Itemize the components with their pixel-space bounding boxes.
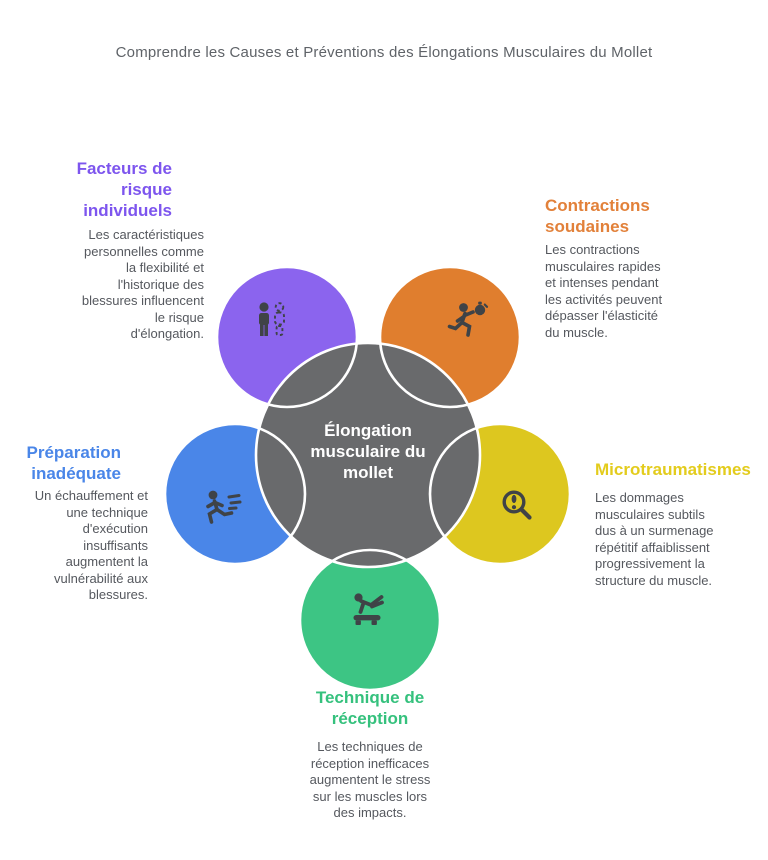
person-comparison-icon [259, 302, 285, 336]
heading-landing-technique: Technique de réception [315, 688, 425, 728]
intersection-arcs [163, 265, 572, 692]
center-label: Élongation musculaire du mollet [310, 421, 426, 482]
body-risk-factors: Les caractéristiques personnelles comme … [81, 227, 204, 341]
body-microtraumas: Les dommages musculaires subtils dus à u… [595, 490, 714, 588]
heading-sudden-contractions: Contractions soudaines [545, 196, 650, 236]
body-landing-technique: Les techniques de réception inefficaces … [309, 739, 431, 820]
center-circle [254, 341, 482, 569]
body-inadequate-preparation: Un échauffement et une technique d'exécu… [34, 488, 148, 602]
heading-risk-factors: Facteurs de risque individuels [76, 159, 172, 220]
heading-microtraumas: Microtraumatismes [595, 460, 751, 479]
body-sudden-contractions: Les contractions musculaires rapides et … [545, 242, 663, 340]
running-speed-icon [206, 490, 242, 524]
runner-stopwatch-icon [447, 301, 489, 337]
heading-inadequate-preparation: Préparation inadéquate [26, 443, 121, 483]
magnifier-alert-icon [502, 490, 532, 520]
page-title: Comprendre les Causes et Préventions des… [115, 44, 653, 61]
gymnast-landing-icon [353, 593, 384, 625]
